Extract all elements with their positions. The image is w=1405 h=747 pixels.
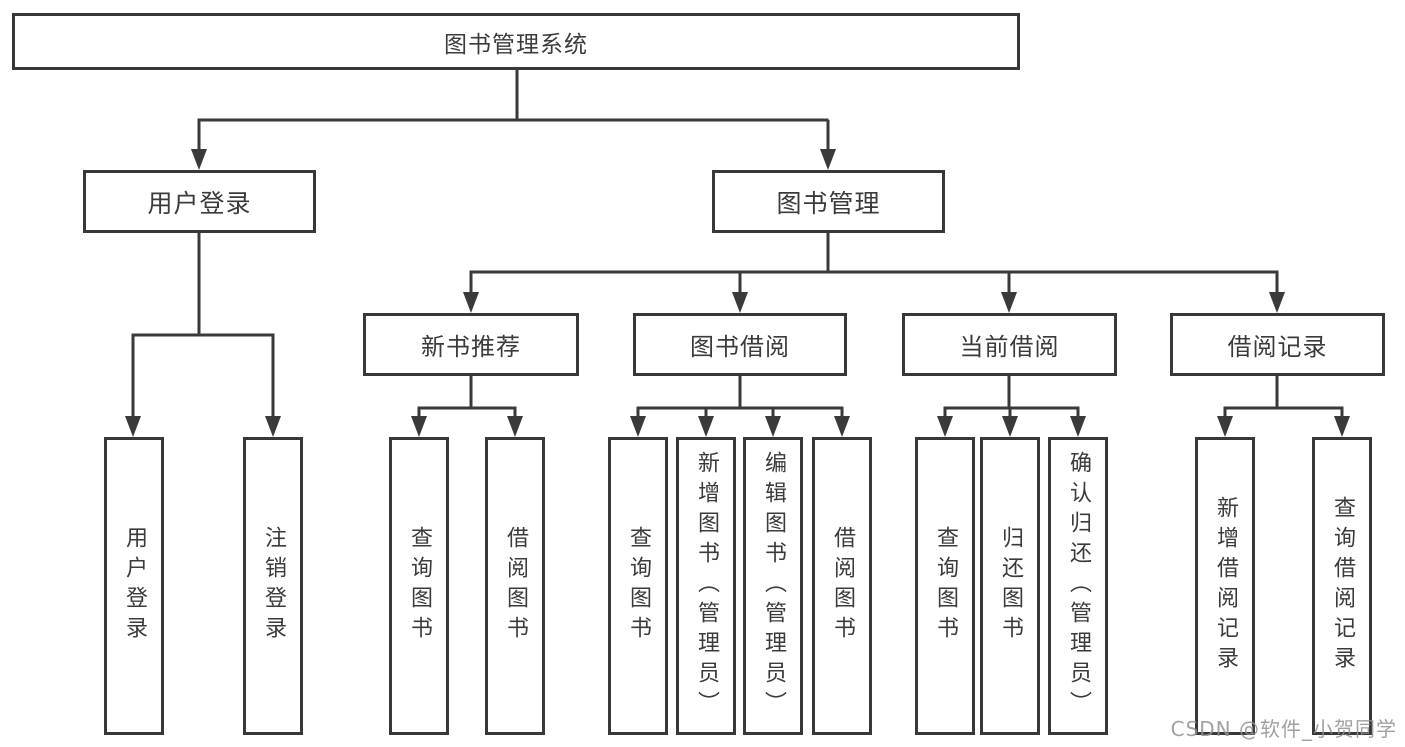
leaf-query-book-1: 查询图书	[389, 437, 449, 735]
connector-root	[197, 70, 830, 152]
arrowheads	[125, 149, 1350, 437]
node-label: 编辑图书（管理员）	[761, 451, 786, 721]
arrow-down-icon	[698, 416, 714, 437]
node-library-system: 图书管理系统	[12, 13, 1020, 70]
node-label: 查询图书	[933, 526, 958, 646]
leaf-edit-book-admin: 编辑图书（管理员）	[743, 437, 803, 735]
node-label: 查询图书	[626, 526, 651, 646]
node-label: 确认归还（管理员）	[1066, 451, 1091, 721]
node-label: 图书管理	[776, 188, 881, 218]
node-label: 用户登录	[122, 526, 147, 646]
connector-user-login	[131, 233, 275, 418]
arrow-down-icon	[507, 416, 523, 437]
connector-new-book-recommend	[417, 376, 517, 418]
arrow-down-icon	[191, 149, 207, 170]
arrow-down-icon	[732, 292, 748, 313]
leaf-add-borrow-record: 新增借阅记录	[1195, 437, 1255, 735]
node-label: 新增图书（管理员）	[694, 451, 719, 721]
connector-lines	[131, 70, 1344, 418]
leaf-confirm-return-admin: 确认归还（管理员）	[1048, 437, 1108, 735]
leaf-borrow-book-2: 借阅图书	[812, 437, 872, 735]
node-label: 查询图书	[407, 526, 432, 646]
connector-borrow-record	[1223, 376, 1344, 418]
leaf-user-login: 用户登录	[104, 437, 164, 735]
arrow-down-icon	[411, 416, 427, 437]
node-new-book-recommend: 新书推荐	[363, 313, 579, 376]
arrow-down-icon	[630, 416, 646, 437]
arrow-down-icon	[1001, 292, 1017, 313]
node-label: 当前借阅	[959, 333, 1060, 361]
leaf-borrow-book-1: 借阅图书	[485, 437, 545, 735]
arrow-down-icon	[765, 416, 781, 437]
node-user-login: 用户登录	[83, 170, 316, 233]
arrow-down-icon	[1217, 416, 1233, 437]
connector-book-management	[469, 233, 1279, 294]
csdn-watermark: CSDN @软件_小贺同学	[1170, 717, 1397, 741]
arrow-down-icon	[834, 416, 850, 437]
arrow-down-icon	[937, 416, 953, 437]
node-label: 新增借阅记录	[1213, 496, 1238, 676]
arrow-down-icon	[1334, 416, 1350, 437]
node-label: 借阅图书	[830, 526, 855, 646]
connector-current-borrow	[943, 376, 1080, 418]
arrow-down-icon	[265, 416, 281, 437]
node-book-management: 图书管理	[712, 170, 945, 233]
leaf-add-book-admin: 新增图书（管理员）	[676, 437, 736, 735]
node-label: 查询借阅记录	[1330, 496, 1355, 676]
leaf-query-borrow-record: 查询借阅记录	[1312, 437, 1372, 735]
leaf-logout: 注销登录	[243, 437, 303, 735]
node-label: 归还图书	[998, 526, 1023, 646]
node-label: 借阅记录	[1227, 333, 1328, 361]
node-label: 图书借阅	[690, 333, 790, 361]
node-borrow-record: 借阅记录	[1170, 313, 1385, 376]
arrow-down-icon	[820, 149, 836, 170]
leaf-return-book: 归还图书	[980, 437, 1040, 735]
leaf-query-book-2: 查询图书	[608, 437, 668, 735]
node-label: 借阅图书	[503, 526, 528, 646]
connector-book-borrow	[636, 376, 844, 418]
arrow-down-icon	[1070, 416, 1086, 437]
node-label: 新书推荐	[421, 333, 521, 361]
arrow-down-icon	[463, 292, 479, 313]
leaf-query-book-3: 查询图书	[915, 437, 975, 735]
node-label: 用户登录	[147, 188, 252, 218]
node-label: 注销登录	[261, 526, 286, 646]
arrow-down-icon	[1002, 416, 1018, 437]
node-book-borrow: 图书借阅	[633, 313, 847, 376]
arrow-down-icon	[1269, 292, 1285, 313]
node-current-borrow: 当前借阅	[902, 313, 1117, 376]
arrow-down-icon	[125, 416, 141, 437]
node-label: 图书管理系统	[444, 31, 588, 58]
